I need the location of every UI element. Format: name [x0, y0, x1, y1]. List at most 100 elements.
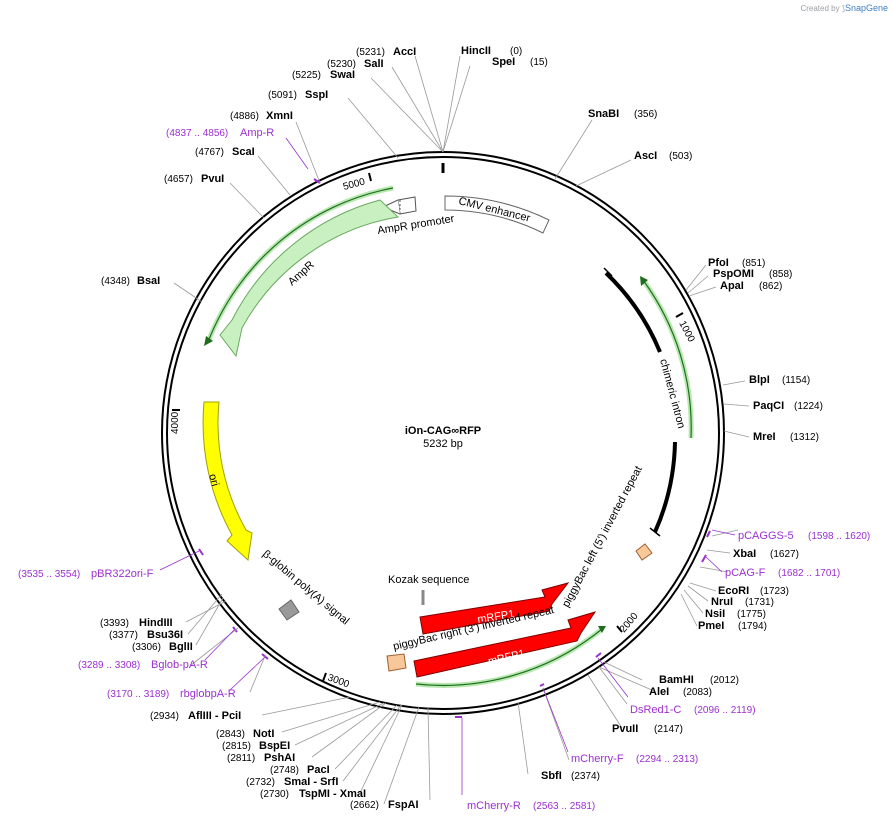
site-pos: (1731)	[745, 597, 774, 608]
site-pmei[interactable]: PmeI(1794)	[698, 620, 767, 632]
site-pos: (356)	[634, 109, 657, 120]
site-name: MreI	[753, 431, 776, 443]
site-pshai[interactable]: (2811)PshAI	[227, 752, 295, 764]
intron-orf-arrowhead	[640, 276, 648, 286]
tick-label-1000: 1000	[676, 319, 696, 344]
site-paci[interactable]: (2748)PacI	[270, 764, 330, 776]
tick-label-4000: 4000	[170, 411, 181, 434]
site-pos: (2732)	[246, 777, 275, 788]
site-name: ScaI	[232, 146, 255, 158]
credit: Created by ⟆SnapGene	[800, 3, 888, 13]
primer-pcaggs-5[interactable]: pCAGGS-5(1598 .. 1620)	[738, 530, 870, 542]
site-pvuii[interactable]: PvuII(2147)	[612, 723, 683, 735]
site-hincii[interactable]: HincII(0)	[461, 45, 522, 57]
site-ecori[interactable]: EcoRI(1723)	[718, 585, 789, 597]
site-bsai[interactable]: (4348)BsaI	[101, 275, 160, 287]
primer-name: mCherry-F	[571, 753, 624, 765]
site-bamhi[interactable]: BamHI(2012)	[659, 674, 739, 686]
site-name: SwaI	[330, 69, 355, 81]
site-pos: (1723)	[760, 586, 789, 597]
primer-pcag-f[interactable]: pCAG-F(1682 .. 1701)	[725, 567, 840, 579]
site-name: NotI	[253, 728, 274, 740]
credit-text: Created by	[800, 4, 840, 13]
itr5-feature[interactable]: piggyBac left (5') inverted repeat	[560, 441, 677, 609]
site-sspi[interactable]: (5091)SspI	[268, 89, 328, 101]
site-nrui[interactable]: NruI(1731)	[711, 596, 774, 608]
site-snabi[interactable]: SnaBI(356)	[588, 108, 657, 120]
site-pos: (851)	[742, 258, 765, 269]
site-pspomi[interactable]: PspOMI(858)	[713, 268, 792, 280]
site-fspai[interactable]: (2662)FspAI	[350, 799, 419, 811]
mrfp1-lower-feature[interactable]: mRFP1	[413, 611, 597, 678]
site-noti[interactable]: (2843)NotI	[216, 728, 274, 740]
site-pfoi[interactable]: PfoI(851)	[708, 257, 765, 269]
primer-rbglobpa-r[interactable]: (3170 .. 3189)rbglobpA-R	[107, 688, 236, 700]
plasmid-name: iOn-CAG∞RFP	[405, 425, 481, 437]
site-nsii[interactable]: NsiI(1775)	[705, 608, 766, 620]
site-name: AccI	[393, 46, 416, 58]
primer-range: (3170 .. 3189)	[107, 689, 169, 700]
site-bglii[interactable]: (3306)BglII	[132, 641, 193, 653]
site-pvui[interactable]: (4657)PvuI	[164, 173, 224, 185]
tick-4000: 4000	[170, 409, 181, 434]
site-name: BspEI	[259, 740, 290, 752]
site-pos: (2730)	[260, 789, 289, 800]
site-sbfi[interactable]: SbfI(2374)	[541, 770, 600, 782]
primer-name: mCherry-R	[467, 800, 521, 812]
primer-dsred1-c[interactable]: DsRed1-C(2096 .. 2119)	[630, 704, 756, 716]
ori-feature[interactable]: ori	[202, 401, 253, 561]
site-name: SalI	[364, 58, 384, 70]
primer-mcherry-f[interactable]: mCherry-F(2294 .. 2313)	[571, 753, 698, 765]
site-spei[interactable]: SpeI(15)	[492, 56, 548, 68]
primer-range: (1598 .. 1620)	[808, 531, 870, 542]
primer-amp-r[interactable]: (4837 .. 4856)Amp-R	[166, 127, 274, 139]
site-hindiii[interactable]: (3393)HindIII	[100, 617, 173, 629]
site-pos: (2934)	[150, 711, 179, 722]
mrfp-orf-line	[415, 628, 603, 687]
intron-orf-line	[642, 279, 692, 439]
tick-label-2000: 2000	[618, 610, 641, 634]
site-name: HincII	[461, 45, 491, 57]
site-bspei[interactable]: (2815)BspEI	[222, 740, 290, 752]
primer-bglob-pa-r[interactable]: (3289 .. 3308)Bglob-pA-R	[78, 659, 208, 671]
site-asci[interactable]: AscI(503)	[634, 150, 692, 162]
site-pos: (2748)	[270, 765, 299, 776]
primer-pbr322ori-f[interactable]: (3535 .. 3554)pBR322ori-F	[18, 568, 154, 580]
site-pos: (4657)	[164, 174, 193, 185]
primer-name: pCAG-F	[725, 567, 766, 579]
site-xbai[interactable]: XbaI(1627)	[733, 548, 799, 560]
kozak-feature[interactable]: Kozak sequence	[388, 574, 469, 605]
site-paqci[interactable]: PaqCI(1224)	[753, 400, 823, 412]
site-pos: (1224)	[794, 401, 823, 412]
site-tspmi-xmai[interactable]: (2730)TspMI - XmaI	[260, 788, 366, 800]
site-smai-srfi[interactable]: (2732)SmaI - SrfI	[246, 776, 338, 788]
site-alei[interactable]: AleI(2083)	[649, 686, 712, 698]
mrfp1-upper-feature[interactable]: mRFP1	[419, 582, 570, 635]
site-name: SbfI	[541, 770, 562, 782]
site-xmni[interactable]: (4886)XmnI	[230, 110, 293, 122]
site-name: SpeI	[492, 56, 515, 68]
site-mrei[interactable]: MreI(1312)	[753, 431, 819, 443]
ampr-orf-arrowhead	[204, 336, 213, 346]
primer-range: (4837 .. 4856)	[166, 128, 228, 139]
site-bsu36i[interactable]: (3377)Bsu36I	[109, 629, 183, 641]
site-name: BlpI	[749, 374, 770, 386]
site-scai[interactable]: (4767)ScaI	[195, 146, 255, 158]
primer-mcherry-r[interactable]: mCherry-R(2563 .. 2581)	[467, 800, 595, 812]
site-blpi[interactable]: BlpI (1154)	[749, 374, 810, 386]
site-pos: (3377)	[109, 630, 138, 641]
site-pos: (2811)	[227, 753, 255, 764]
primer-name: pBR322ori-F	[91, 568, 154, 580]
site-swai[interactable]: (5225)SwaI	[292, 69, 355, 81]
site-pos: (1154)	[782, 375, 810, 386]
site-pos: (1794)	[738, 621, 767, 632]
site-sali[interactable]: (5230)SalI	[327, 58, 384, 70]
beta-globin-polya-feature[interactable]: β-globin poly(A) signal	[260, 548, 351, 627]
site-afliii-pcii[interactable]: (2934)AflIII - PciI	[150, 710, 241, 722]
site-apai[interactable]: ApaI(862)	[720, 280, 782, 292]
site-pos: (858)	[769, 269, 792, 280]
cmv-enhancer-feature[interactable]: CMV enhancer	[444, 195, 550, 234]
chimeric-intron-feature[interactable]: chimeric intron	[603, 267, 687, 430]
site-acci[interactable]: (5231)AccI	[356, 46, 416, 58]
